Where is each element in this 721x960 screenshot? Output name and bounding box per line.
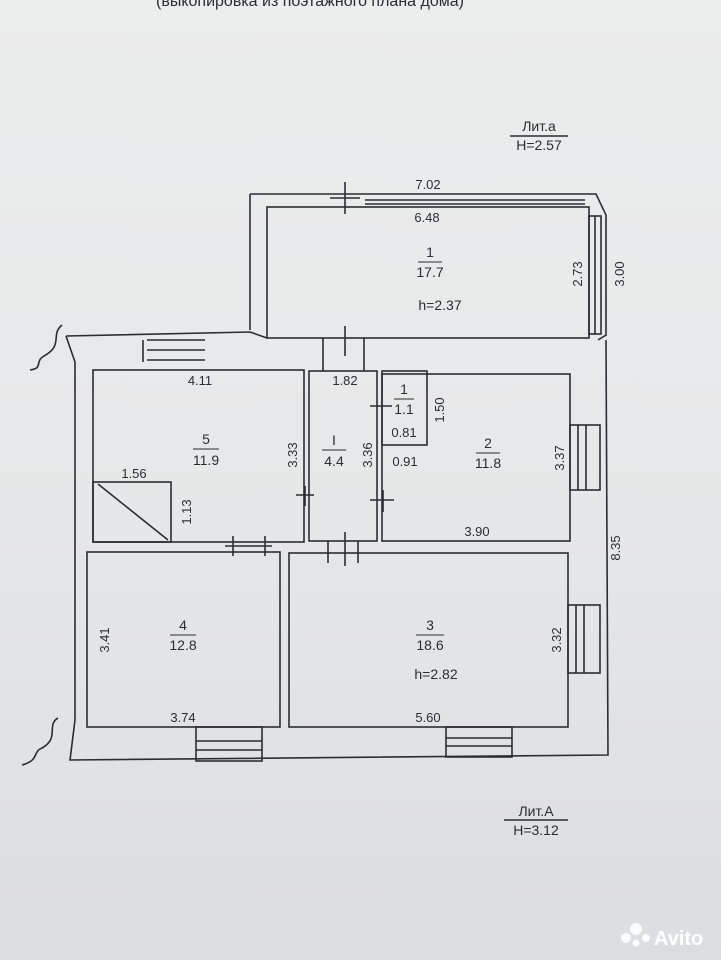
header-text: (выкопировка из поэтажного плана дома) xyxy=(156,0,464,10)
dim-r5-depth: 3.33 xyxy=(285,442,300,467)
dim-r1-outer-depth: 3.00 xyxy=(612,261,627,286)
room-2-number: 2 xyxy=(484,435,492,451)
dim-outer-top: 7.02 xyxy=(415,177,440,192)
avito-logo: Avito xyxy=(621,923,703,950)
dim-r1-inner-depth: 2.73 xyxy=(570,261,585,286)
room-2-area: 11.8 xyxy=(475,455,501,471)
dim-r4-depth: 3.41 xyxy=(97,627,112,652)
closet-number: 1 xyxy=(400,381,408,397)
closet-area: 1.1 xyxy=(394,401,414,417)
room-5-area: 11.9 xyxy=(193,452,219,468)
room-3-window-bottom xyxy=(445,726,513,758)
room-1-height: h=2.37 xyxy=(418,297,461,313)
dim-r3-width: 5.60 xyxy=(415,710,440,725)
dim-closet-depth: 1.50 xyxy=(432,397,447,422)
dim-corridor-width: 1.82 xyxy=(332,373,357,388)
dim-r1-inner-width: 6.48 xyxy=(414,210,439,225)
room-5-number: 5 xyxy=(202,431,210,447)
corridor-outline xyxy=(308,370,378,542)
closet-extra: 0.81 xyxy=(391,425,416,440)
room-4-outline xyxy=(86,551,281,728)
annex-outer-wall xyxy=(250,193,607,341)
dim-stair-depth: 1.13 xyxy=(179,499,194,524)
lit-small-name: Лит.а xyxy=(522,118,556,134)
corridor-area: 4.4 xyxy=(324,453,344,469)
room-4-window xyxy=(195,726,263,762)
dim-corridor-depth: 3.36 xyxy=(360,442,375,467)
main-outer-wall xyxy=(65,331,268,339)
lit-main-height: H=3.12 xyxy=(513,822,559,838)
lit-main-name: Лит.А xyxy=(518,803,554,819)
dim-closet-width: 0.91 xyxy=(392,454,417,469)
dim-r3-depth: 3.32 xyxy=(549,627,564,652)
room-2-window xyxy=(569,424,601,491)
room-3-height: h=2.82 xyxy=(414,666,457,682)
room-1-number: 1 xyxy=(426,244,434,260)
dim-stair-width: 1.56 xyxy=(121,466,146,481)
room-1-area: 17.7 xyxy=(416,264,443,280)
lit-small-height: H=2.57 xyxy=(516,137,562,153)
dim-r5-width: 4.11 xyxy=(188,373,212,388)
avito-watermark: Avito xyxy=(654,928,703,950)
dim-main-depth: 8.35 xyxy=(608,535,623,560)
room-4-area: 12.8 xyxy=(169,637,196,653)
dim-r2-depth: 3.37 xyxy=(552,445,567,470)
dim-r4-width: 3.74 xyxy=(170,710,195,725)
room-3-number: 3 xyxy=(426,617,434,633)
room-5-outline xyxy=(92,369,305,543)
corridor-number: I xyxy=(332,432,336,448)
room-3-area: 18.6 xyxy=(416,637,443,653)
room-4-number: 4 xyxy=(179,617,187,633)
stair-box xyxy=(92,481,172,543)
dim-r2-width: 3.90 xyxy=(464,524,489,539)
